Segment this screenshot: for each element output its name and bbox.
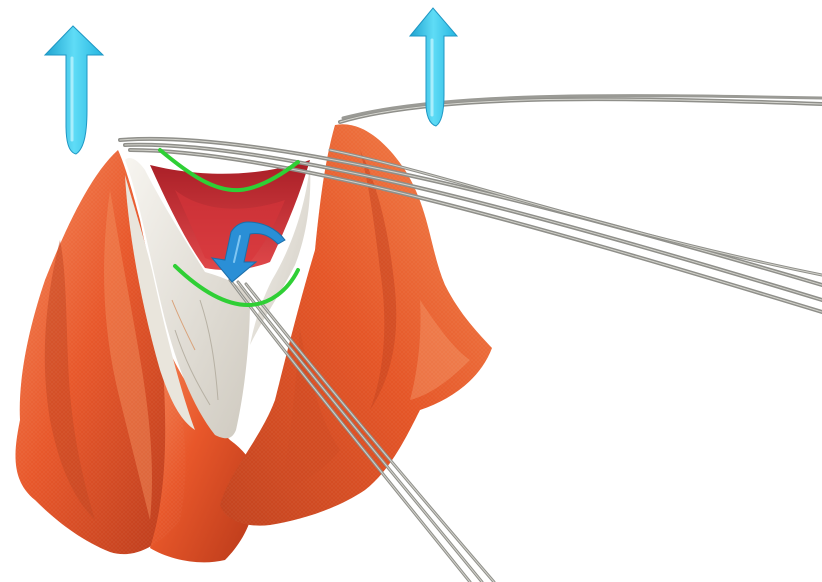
paraglider-canopy-illustration — [0, 0, 822, 582]
